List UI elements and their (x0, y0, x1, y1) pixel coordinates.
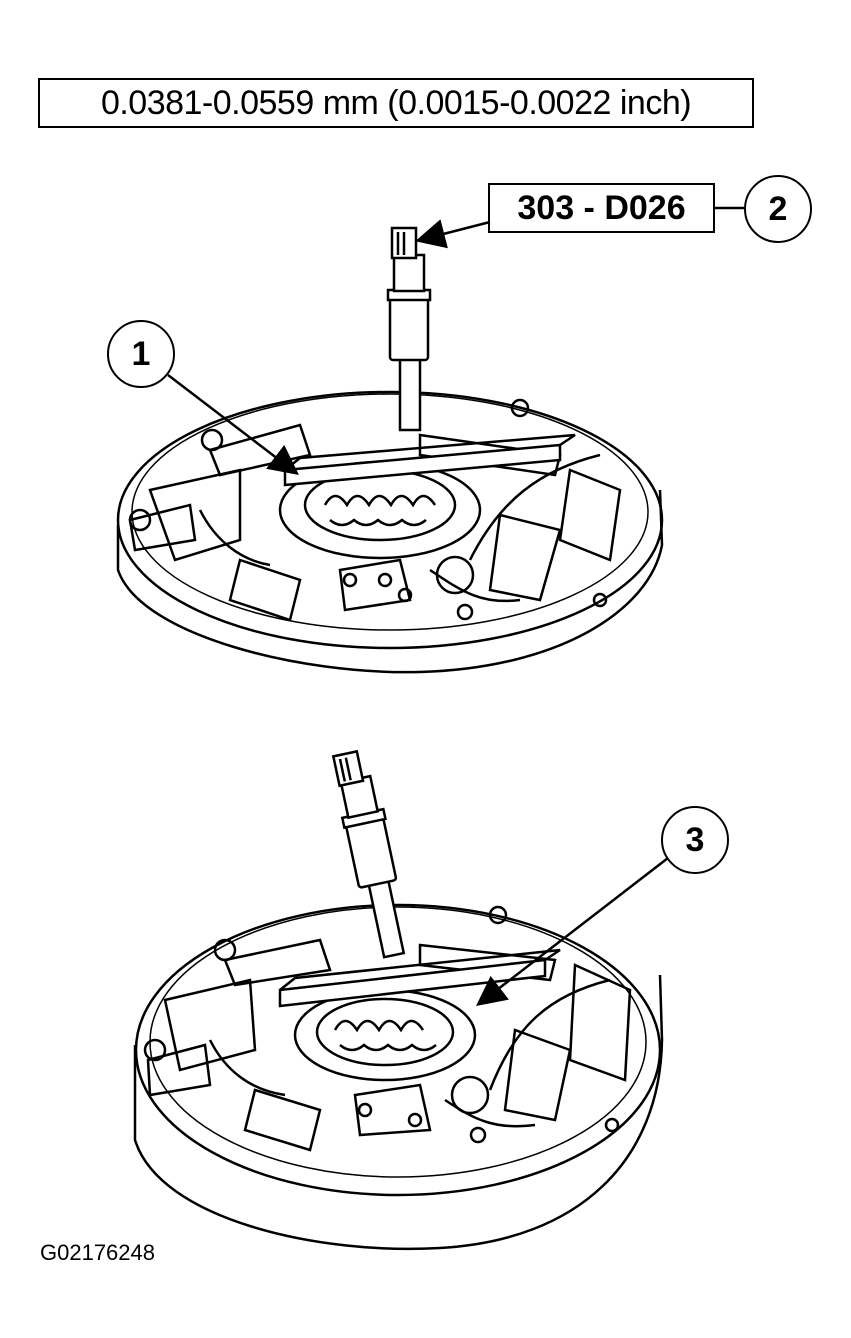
lower-feeler-gauge-tool (331, 749, 406, 959)
callout-1-arrow (167, 374, 299, 476)
figure-id: G02176248 (40, 1240, 155, 1265)
clearance-spec-text: 0.0381-0.0559 mm (0.0015-0.0022 inch) (100, 83, 692, 122)
callout-2: 2 (744, 175, 812, 243)
callout-3-arrow (476, 857, 669, 1007)
tool-number-box: 303 - D026 (488, 183, 715, 233)
callout-1: 1 (107, 320, 175, 388)
lower-straight-edge (278, 948, 561, 1008)
upper-pump-body (116, 390, 664, 674)
clearance-spec-box: 0.0381-0.0559 mm (0.0015-0.0022 inch) (38, 78, 754, 128)
callout-2-label: 2 (768, 189, 788, 228)
callout-3: 3 (661, 806, 729, 874)
callout-1-label: 1 (131, 334, 151, 373)
callout-3-label: 3 (685, 820, 705, 859)
tool-number-text: 303 - D026 (517, 188, 686, 227)
lower-pump-body (133, 903, 664, 1251)
tool-leader-arrow (415, 219, 491, 249)
upper-straight-edge (283, 433, 576, 487)
upper-feeler-gauge-tool (386, 226, 432, 432)
